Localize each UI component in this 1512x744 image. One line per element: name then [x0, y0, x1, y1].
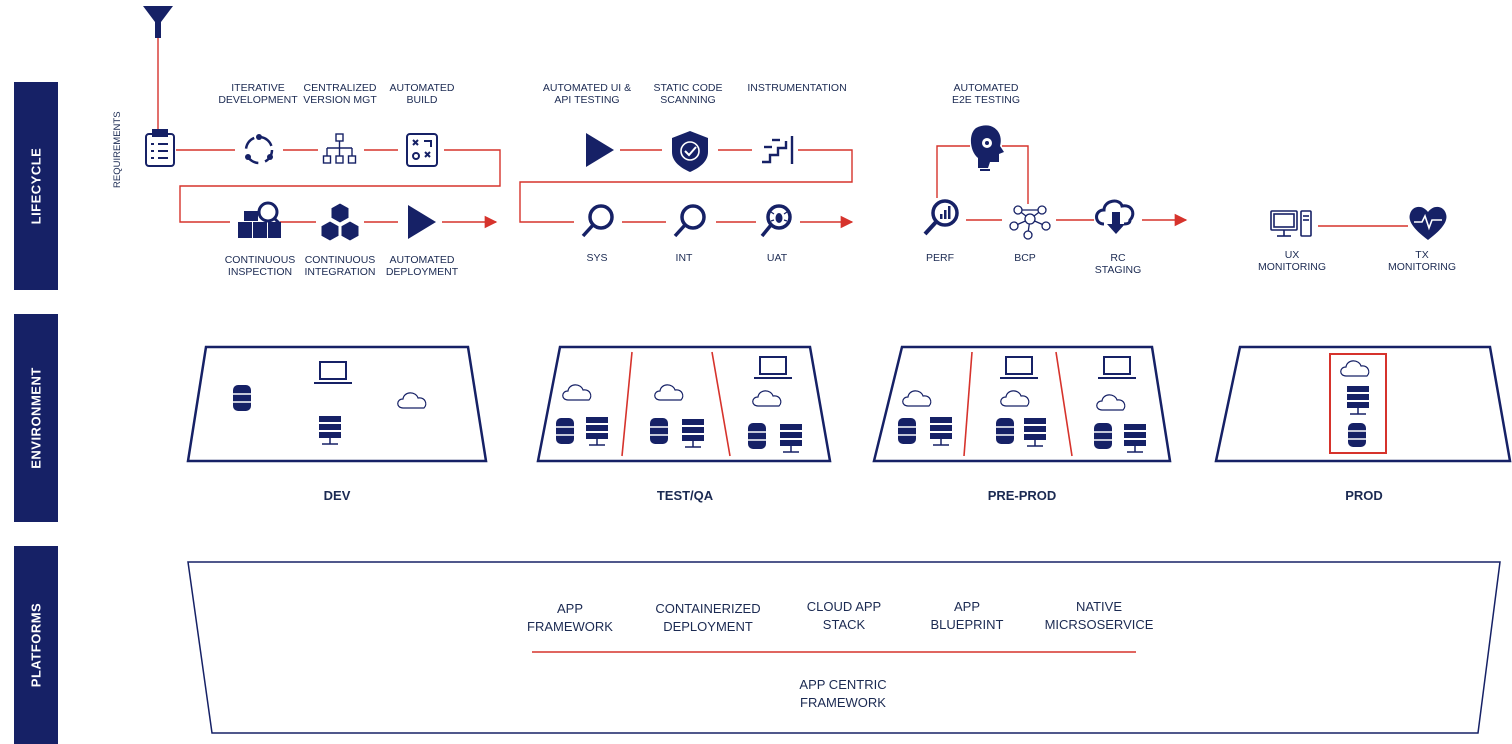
network-icon [1009, 205, 1051, 240]
requirements-label: REQUIREMENTS [112, 111, 123, 188]
deploy-play-icon [408, 205, 436, 239]
prod-environment-frame [1214, 345, 1512, 463]
cloud-icon [654, 384, 684, 401]
cloud-icon [1340, 360, 1370, 377]
preprod-environment-frame [872, 345, 1172, 463]
ui-api-testing-label: AUTOMATED UI &API TESTING [542, 82, 632, 106]
platforms-band: PLATFORMS [14, 546, 58, 744]
env-dev-label: DEV [323, 488, 351, 503]
laptop-icon [1098, 356, 1136, 379]
cycle-icon [244, 134, 274, 165]
cloud-icon [562, 384, 592, 401]
lifecycle-band: LIFECYCLE [14, 82, 58, 290]
laptop-icons [314, 356, 1136, 384]
dev-environment-frame [186, 345, 488, 463]
database-icons [233, 385, 1366, 449]
shield-icon [672, 131, 708, 172]
database-icon [898, 418, 916, 444]
cubes-icon [320, 202, 360, 242]
env-preprod-label: PRE-PROD [987, 488, 1057, 503]
database-icon [996, 418, 1014, 444]
server-icon [1124, 424, 1146, 453]
environment-band: ENVIRONMENT [14, 314, 58, 522]
prod-highlight-box [1329, 353, 1387, 454]
perf-label: PERF [925, 252, 955, 264]
environment-dividers [621, 351, 1073, 457]
cloud-icon [1000, 390, 1030, 407]
database-icon [1094, 423, 1112, 449]
test-environment-frame [536, 345, 832, 463]
server-icon [780, 424, 802, 453]
server-icon [319, 416, 341, 445]
cloud-icon [752, 390, 782, 407]
database-icon [233, 385, 251, 411]
laptop-icon [314, 361, 352, 384]
env-prod-label: PROD [1345, 488, 1383, 503]
env-test-label: TEST/QA [656, 488, 714, 503]
perf-magnifier-icon [923, 199, 959, 236]
strategy-board-icon [406, 133, 438, 167]
instrumentation-icon [762, 136, 794, 164]
uat-label: UAT [766, 252, 788, 264]
sys-magnifier-icon [581, 204, 614, 238]
inspection-icon [238, 201, 282, 238]
filter-icon [143, 6, 173, 38]
robot-head-icon [970, 125, 1004, 171]
cloud-icon [397, 392, 427, 409]
server-icon [1024, 418, 1046, 447]
clipboard-icon [145, 129, 175, 167]
server-icon [930, 417, 952, 446]
instrumentation-label: INSTRUMENTATION [747, 82, 847, 94]
server-icon [1347, 386, 1369, 415]
server-icon [682, 419, 704, 448]
cloud-icon [1096, 394, 1126, 411]
laptop-icon [754, 356, 792, 379]
int-magnifier-icon [673, 204, 706, 238]
lifecycle-connectors [157, 38, 1408, 229]
database-icon [748, 423, 766, 449]
cloud-icons [397, 360, 1370, 411]
monitor-icon [1270, 210, 1312, 237]
hierarchy-icon [322, 133, 357, 164]
database-icon [1348, 423, 1366, 447]
sys-label: SYS [586, 252, 608, 264]
cloud-download-icon [1095, 199, 1135, 234]
int-label: INT [675, 252, 693, 264]
bcp-label: BCP [1014, 252, 1036, 264]
server-icons [319, 386, 1369, 453]
platforms-frame [187, 561, 1501, 734]
cloud-icon [902, 390, 932, 407]
database-icon [556, 418, 574, 444]
server-icon [586, 417, 608, 446]
heart-pulse-icon [1409, 206, 1447, 240]
uat-bug-icon [760, 204, 792, 238]
laptop-icon [1000, 356, 1038, 379]
ui-testing-play-icon [586, 133, 614, 167]
database-icon [650, 418, 668, 444]
